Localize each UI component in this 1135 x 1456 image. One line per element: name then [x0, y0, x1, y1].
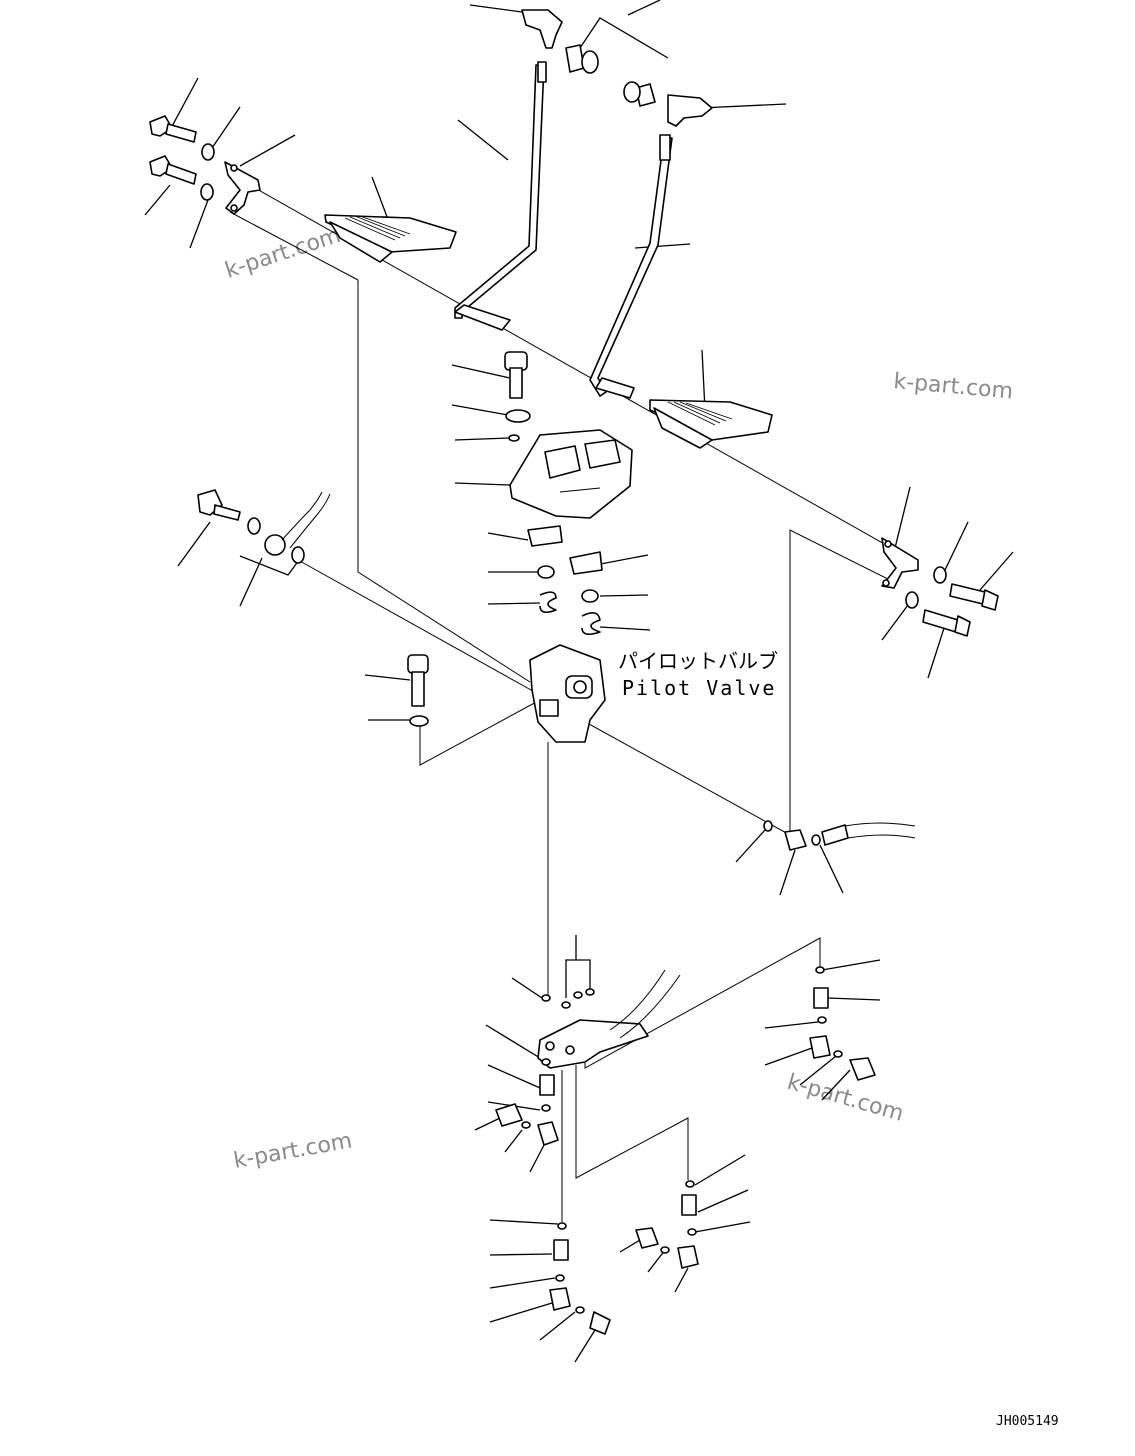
watermark-bottom-left: k-part.com	[232, 1128, 354, 1173]
watermark-top-left: k-part.com	[222, 223, 344, 284]
knob-left	[521, 9, 563, 49]
fittings	[495, 987, 876, 1335]
lever-right	[589, 134, 673, 399]
o-rings	[521, 966, 843, 1314]
watermark-bottom-right: k-part.com	[784, 1070, 906, 1127]
cover-bolt	[504, 351, 531, 442]
pedal-left	[324, 214, 457, 263]
valve-bolt	[407, 654, 429, 727]
hose-left	[197, 489, 331, 564]
bolts-top-left	[149, 115, 215, 201]
pilot-valve-label-jp: パイロットバルブ	[618, 649, 778, 673]
valve-cover	[509, 429, 633, 519]
pilot-valve-parts	[527, 525, 603, 636]
hose-right	[763, 820, 916, 851]
bracket-left	[224, 161, 261, 215]
drawing-code: JH005149	[996, 1414, 1059, 1429]
bracket-right	[881, 537, 919, 589]
pedal-right	[649, 399, 773, 449]
watermark-right: k-part.com	[892, 369, 1014, 404]
leader-lines	[144, 0, 1014, 1363]
knob-bolts	[565, 44, 656, 107]
manifold-block	[537, 969, 681, 1069]
lever-left	[454, 61, 547, 331]
pilot-valve-body	[529, 644, 606, 743]
pilot-valve-label-en: Pilot Valve	[622, 676, 776, 700]
knob-right	[667, 94, 713, 127]
bolts-right	[905, 566, 999, 637]
